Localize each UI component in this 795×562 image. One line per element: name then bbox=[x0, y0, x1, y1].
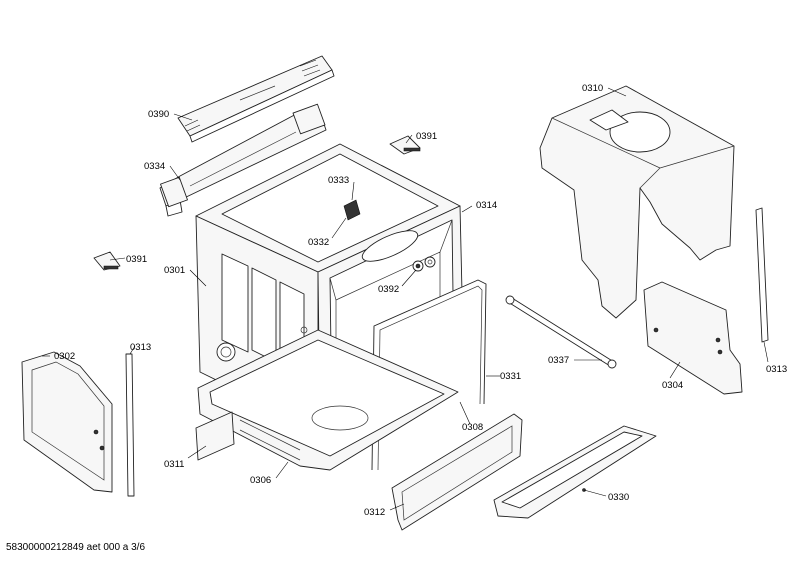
part-0304-right-panel bbox=[643, 281, 743, 395]
label-0332: 0332 bbox=[308, 237, 329, 248]
label-0390: 0390 bbox=[148, 109, 169, 120]
part-0392-nut bbox=[412, 256, 436, 272]
label-0311: 0311 bbox=[164, 459, 184, 470]
footer-document-id: 58300000212849 aet 000 a 3/6 bbox=[6, 542, 146, 553]
label-0391-top: 0391 bbox=[416, 131, 437, 142]
part-0306-base bbox=[197, 329, 459, 471]
part-0312-plinth-panel bbox=[391, 413, 523, 531]
label-0306: 0306 bbox=[250, 475, 271, 486]
label-0330: 0330 bbox=[608, 492, 629, 503]
part-0391-clip-top bbox=[389, 135, 421, 155]
label-0333: 0333 bbox=[328, 175, 349, 186]
part-0334-bracket bbox=[159, 103, 327, 217]
part-0330-plinth bbox=[493, 425, 657, 519]
part-0310-cover bbox=[539, 85, 735, 319]
label-0313-right: 0313 bbox=[766, 364, 787, 375]
part-0311-base-panel bbox=[195, 411, 235, 461]
part-0337-rod bbox=[505, 295, 617, 369]
label-0308: 0308 bbox=[462, 422, 483, 433]
label-0312: 0312 bbox=[364, 507, 385, 518]
label-0302: 0302 bbox=[54, 351, 75, 362]
label-0313-left: 0313 bbox=[130, 342, 151, 353]
part-0390-top-strip bbox=[177, 55, 335, 143]
label-0301: 0301 bbox=[164, 265, 185, 276]
part-0313-strip-right bbox=[755, 207, 769, 343]
label-0334: 0334 bbox=[144, 161, 165, 172]
label-0310: 0310 bbox=[582, 83, 603, 94]
leader-lines bbox=[42, 87, 769, 511]
part-0302-side-panel bbox=[21, 351, 113, 493]
part-labels: 0390 0334 0391 0333 0332 0314 0391 0301 … bbox=[54, 83, 787, 518]
label-0392: 0392 bbox=[378, 284, 399, 295]
label-0314: 0314 bbox=[476, 200, 497, 211]
label-0391-left: 0391 bbox=[126, 254, 147, 265]
part-0391-clip-left bbox=[93, 251, 121, 271]
part-0313-strip-left bbox=[125, 353, 135, 497]
label-0304: 0304 bbox=[662, 380, 683, 391]
label-0331: 0331 bbox=[500, 371, 521, 382]
label-0337: 0337 bbox=[548, 355, 569, 366]
